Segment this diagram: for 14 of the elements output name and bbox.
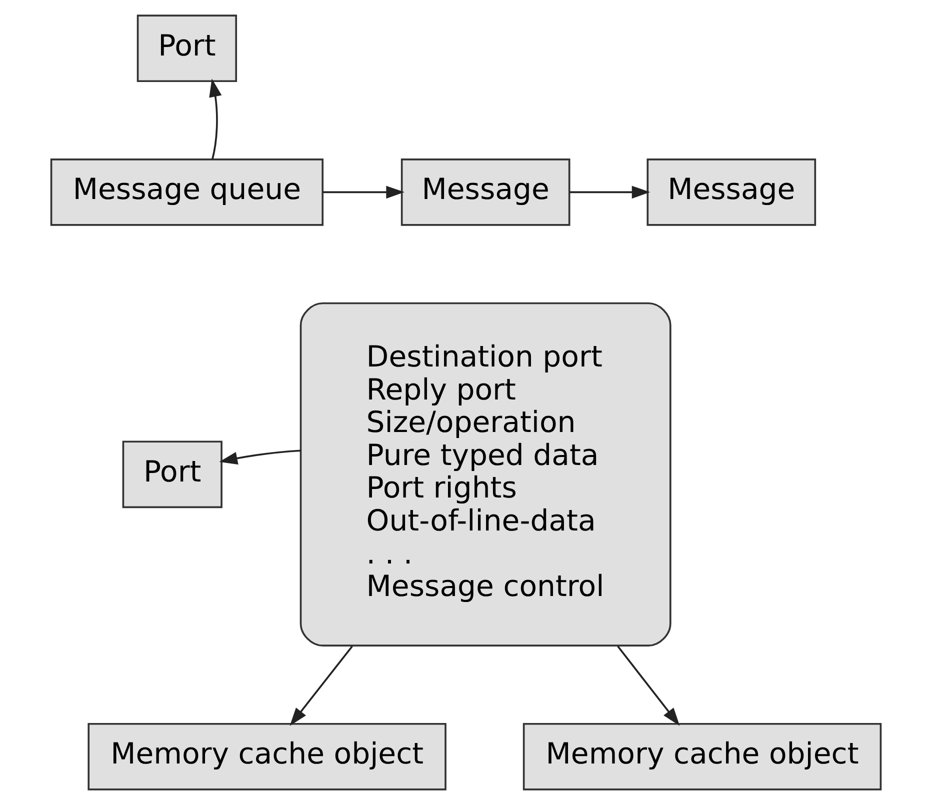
arrow xyxy=(218,450,300,465)
arrow xyxy=(569,186,650,199)
node-box: Memory cache object xyxy=(522,722,882,790)
arrow xyxy=(289,646,352,726)
node-box: Message xyxy=(646,158,816,226)
node-box: Memory cache object xyxy=(87,722,446,790)
node-box: Port xyxy=(136,14,237,82)
node-box: Message xyxy=(400,158,570,226)
node-box: Message queue xyxy=(50,158,324,226)
node-box: Destination port Reply port Size/operation Pure typed data Port rights Out-of-line-data . . . Message control xyxy=(299,302,671,646)
node-box: Port xyxy=(122,440,222,508)
arrow xyxy=(616,646,680,726)
arrow xyxy=(208,78,222,160)
arrow xyxy=(322,186,404,199)
